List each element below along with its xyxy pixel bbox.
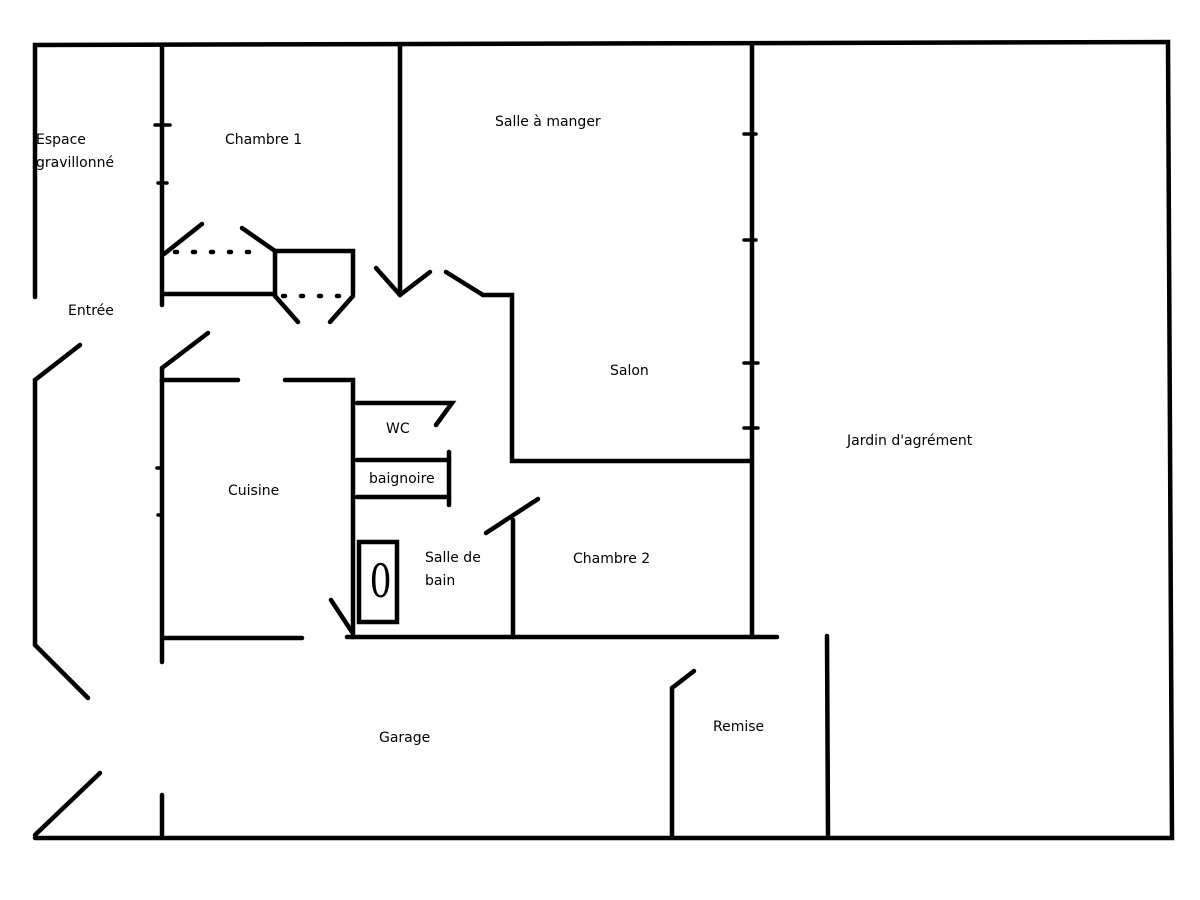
room-label-jardin: Jardin d'agrément (847, 433, 973, 449)
room-label-entree: Entrée (68, 303, 114, 319)
room-label-chambre1: Chambre 1 (225, 132, 303, 148)
hallway-doors (373, 265, 755, 464)
room-label-espace-line2: gravillonné (36, 155, 115, 171)
sink-fixture-icon: 0 (369, 554, 392, 608)
room-label-salon: Salon (610, 363, 649, 379)
left-wall-segments (32, 342, 103, 838)
room-label-salle-de-bain-line1: Salle de (425, 550, 481, 566)
room-label-cuisine: Cuisine (228, 483, 280, 499)
salon-jardin-wall (742, 42, 760, 640)
room-label-garage: Garage (379, 730, 431, 746)
room-label-espace: Espace gravillonné (36, 129, 114, 175)
outer-walls (32, 39, 1175, 841)
chambre1-walls (153, 42, 403, 325)
room-label-remise: Remise (713, 719, 765, 735)
room-label-chambre2: Chambre 2 (573, 551, 651, 567)
room-label-salle-a-manger: Salle à manger (495, 114, 601, 130)
room-label-salle-de-bain: Salle de bain (425, 547, 481, 593)
cuisine-walls (155, 330, 356, 838)
garage-remise-walls (669, 633, 831, 840)
room-label-wc: WC (386, 421, 410, 437)
room-label-espace-line1: Espace (36, 132, 86, 148)
bathroom-walls (328, 400, 780, 640)
room-label-baignoire: baignoire (369, 471, 435, 487)
room-label-salle-de-bain-line2: bain (425, 573, 456, 589)
